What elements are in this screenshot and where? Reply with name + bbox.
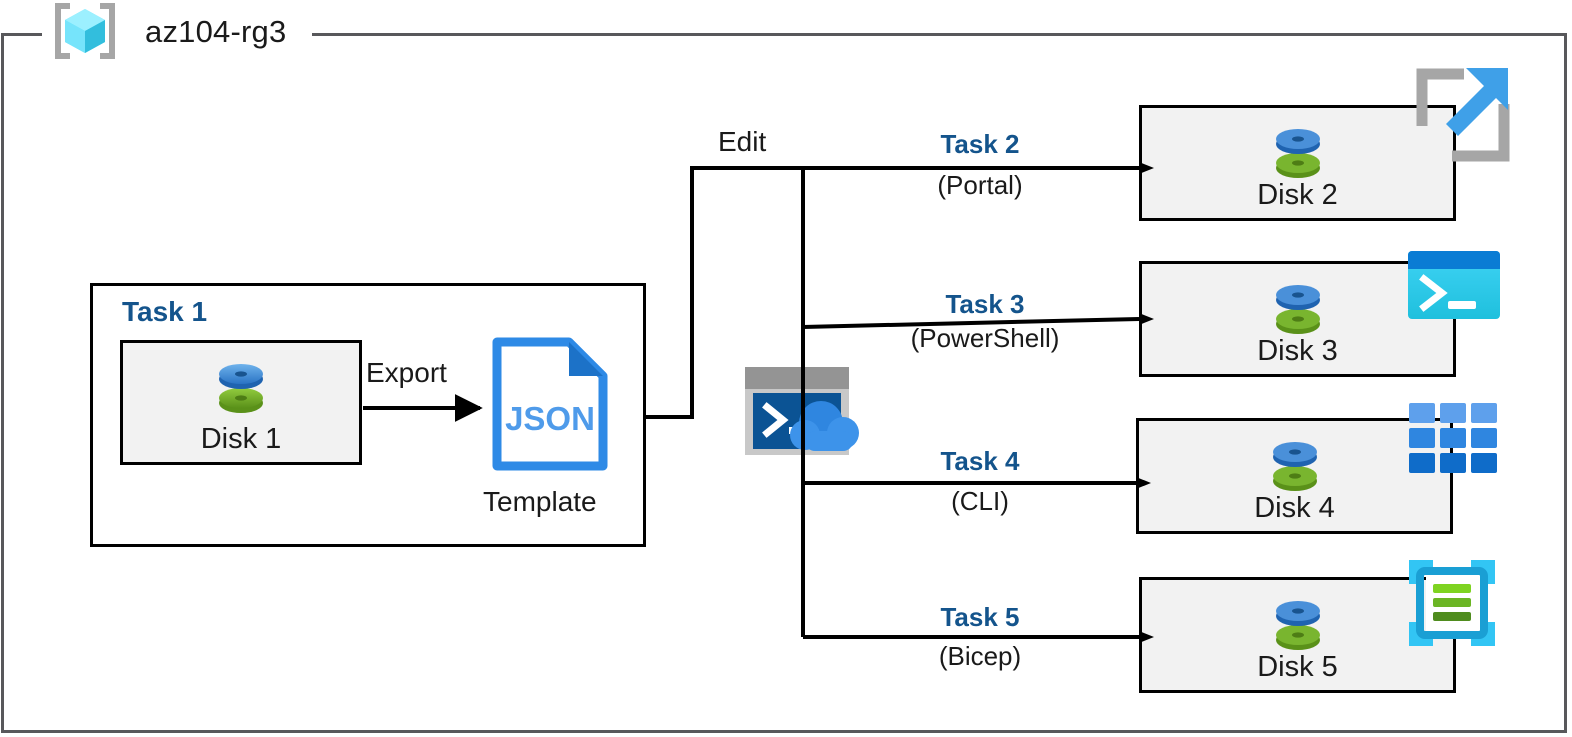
azure-portal-icon [1408,60,1518,170]
disk2-box: Disk 2 [1139,105,1456,221]
disk3-box: Disk 3 [1139,261,1456,377]
task3-title: Task 3 [945,289,1025,319]
export-label: Export [366,357,447,388]
task5-title: Task 5 [940,602,1020,632]
task3-tool: (PowerShell) [910,323,1060,353]
cloud-shell-icon [743,365,865,461]
disk1-caption: Disk 1 [200,423,282,455]
resource-group-frame [1,33,1567,733]
resource-group-cube-icon [50,2,120,60]
task4-title: Task 4 [940,446,1020,476]
disk3-caption: Disk 3 [1257,335,1338,367]
powershell-icon [1406,249,1502,321]
template-caption: Template [483,486,597,517]
disk-icon [1266,122,1330,184]
disk1-box: Disk 1 [120,340,362,465]
disk4-box: Disk 4 [1136,418,1453,534]
json-file-icon: JSON [489,334,611,474]
task3-edge-label: Task 3 [900,289,1070,319]
json-file-label: JSON [505,400,595,437]
task5-tool: (Bicep) [938,641,1022,671]
disk2-caption: Disk 2 [1257,179,1338,211]
disk-icon [1266,594,1330,656]
task4-tool: (CLI) [951,486,1009,516]
task4-edge-label: Task 4 [900,446,1060,476]
task5-tool-label: (Bicep) [900,641,1060,671]
disk4-caption: Disk 4 [1254,492,1335,524]
task2-tool: (Portal) [937,170,1023,200]
disk-icon [209,357,273,419]
resource-group-name: az104-rg3 [145,14,287,49]
task5-edge-label: Task 5 [900,602,1060,632]
disk-icon [1266,278,1330,340]
edit-label: Edit [718,126,767,157]
azure-cli-grid-icon [1409,403,1497,473]
task4-tool-label: (CLI) [900,486,1060,516]
task2-edge-label: Task 2 [900,129,1060,159]
disk-icon [1263,435,1327,497]
task2-tool-label: (Portal) [900,170,1060,200]
disk5-caption: Disk 5 [1257,651,1338,683]
task2-title: Task 2 [940,129,1020,159]
task1-label: Task 1 [122,296,208,327]
bicep-icon [1406,557,1498,649]
task3-tool-label: (PowerShell) [880,323,1090,353]
